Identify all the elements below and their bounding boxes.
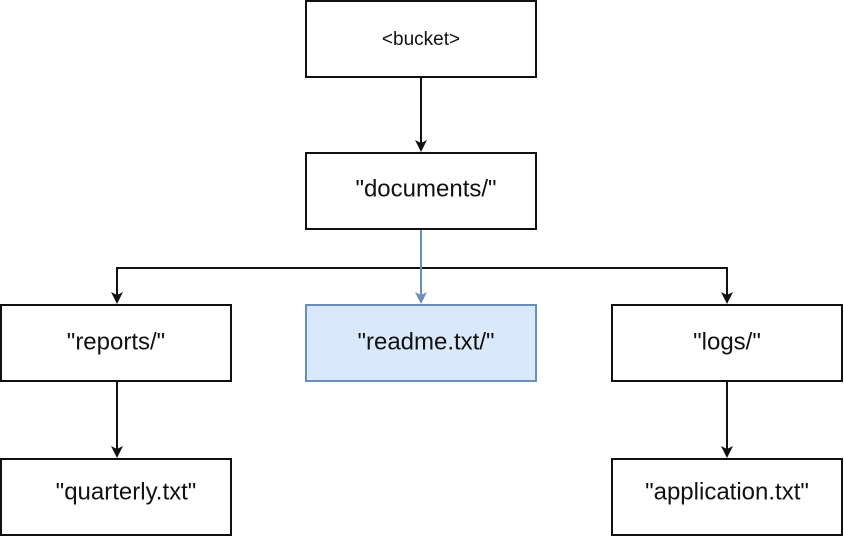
node-logs: "logs/" [611, 304, 843, 382]
node-reports: "reports/" [0, 304, 232, 382]
edges [111, 77, 733, 458]
node-readme-label: "readme.txt/" [357, 328, 494, 355]
node-reports-box [0, 304, 232, 382]
node-documents-box [305, 152, 537, 230]
node-quarterly-label: "quarterly.txt" [56, 478, 197, 505]
node-documents: "documents/" [305, 152, 537, 230]
node-application-label: "application.txt" [645, 478, 809, 505]
edge-documents-to-logs [421, 267, 733, 304]
node-logs-box [611, 304, 843, 382]
node-bucket: <bucket> [305, 0, 537, 78]
node-application-box [611, 458, 843, 536]
node-readme: "readme.txt/" [305, 304, 537, 382]
node-bucket-label: <bucket> [382, 29, 460, 50]
node-quarterly-box [0, 458, 232, 536]
node-reports-label: "reports/" [67, 328, 165, 355]
node-documents-label: "documents/" [355, 175, 496, 202]
node-logs-label: "logs/" [693, 328, 761, 355]
node-readme-box [305, 304, 537, 382]
node-quarterly: "quarterly.txt" [0, 458, 232, 536]
edge-documents-to-reports [111, 230, 422, 304]
node-application: "application.txt" [611, 458, 843, 536]
node-bucket-box [305, 0, 537, 78]
